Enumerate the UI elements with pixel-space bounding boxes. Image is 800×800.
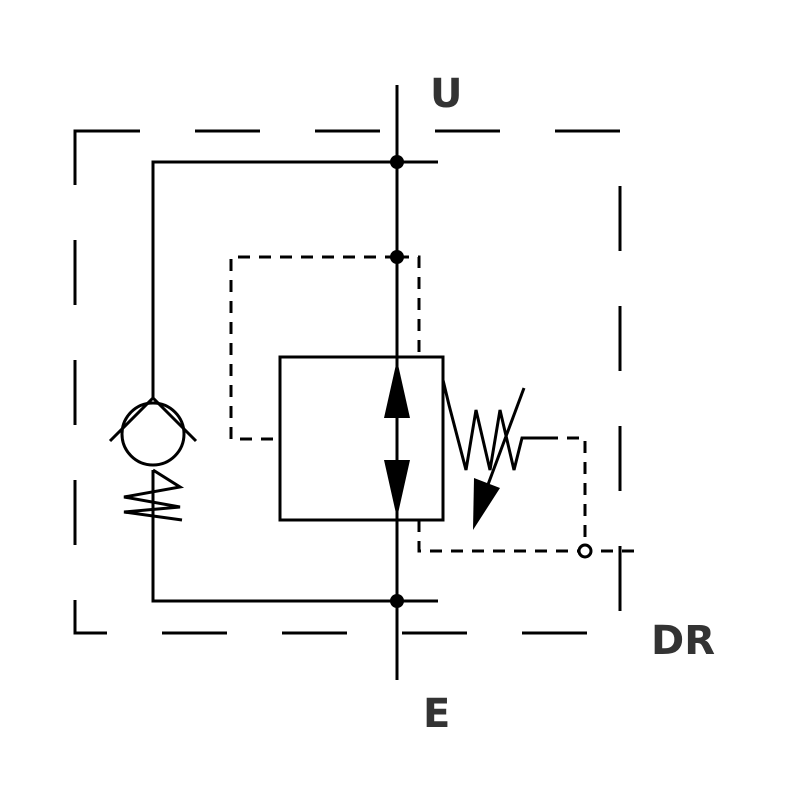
- valve-body: [278, 355, 445, 522]
- pilot-line-right: [397, 255, 421, 356]
- drain-line-body: [417, 520, 585, 553]
- adjustment-arrow-icon: [473, 387, 526, 530]
- drain-line: [546, 436, 640, 553]
- port-label-dr: DR: [651, 618, 715, 664]
- check-valve-icon: [108, 395, 198, 467]
- assembly-boundary: [73, 129, 622, 635]
- adjustable-spring-icon: [441, 379, 546, 471]
- spring-icon: [123, 468, 185, 522]
- pilot-line-left: [229, 255, 397, 441]
- port-label-u: U: [430, 71, 462, 117]
- bypass-line-top: [151, 160, 438, 400]
- drain-junction: [577, 543, 593, 559]
- junction-bottom: [390, 594, 404, 608]
- junction-top: [390, 155, 404, 169]
- port-label-e: E: [423, 691, 450, 737]
- double-arrow-icon: [384, 360, 410, 518]
- bypass-line-bottom: [151, 470, 438, 603]
